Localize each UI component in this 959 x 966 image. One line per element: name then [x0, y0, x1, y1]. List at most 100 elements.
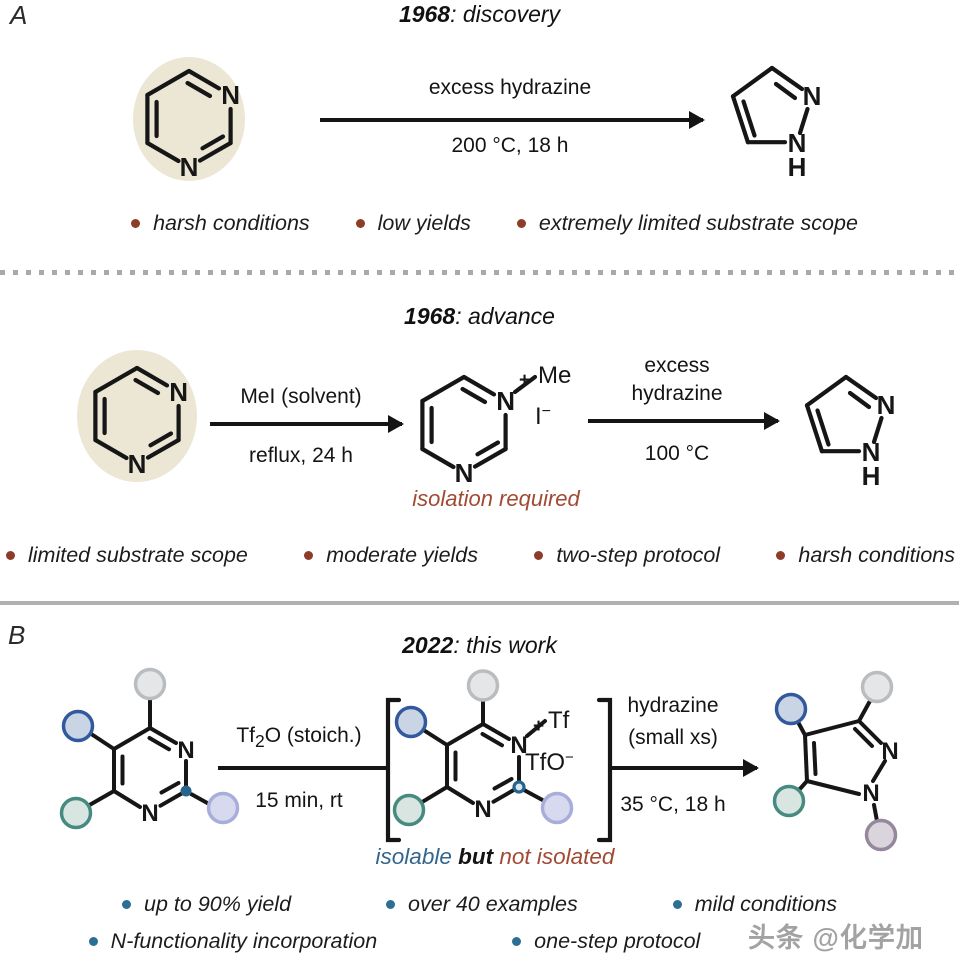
bullet-dot-icon — [88, 937, 98, 946]
panel-a2-title-rest: : advance — [455, 303, 555, 329]
bullet-dot-icon — [672, 900, 682, 909]
r-group-lavender-circle — [206, 791, 240, 825]
bullet-item: harsh conditions — [776, 543, 955, 568]
pyrimidine-bonds — [93, 365, 181, 461]
bullet-dot-icon — [122, 900, 132, 909]
triflate-counterion-label: TfO− — [525, 749, 574, 776]
pyrimidine-bonds — [145, 68, 233, 164]
brackets-icon — [385, 697, 613, 843]
bullet-dot-icon — [304, 551, 314, 560]
bonds — [796, 698, 887, 823]
panel-b-label: B — [8, 620, 26, 650]
bullet-text: low yields — [377, 211, 471, 235]
pyrazole-structure: N N H — [804, 374, 895, 491]
r-group-gray-circle — [133, 667, 167, 701]
watermark-text: 头条 @化学加 — [748, 923, 924, 953]
solid-divider — [0, 601, 959, 605]
bullet-text: two-step protocol — [556, 543, 721, 567]
r-group-teal-circle — [392, 793, 426, 827]
conditions-label: 15 min, rt — [255, 789, 343, 812]
bullet-dot-icon — [386, 900, 396, 909]
dashed-divider — [0, 270, 959, 275]
panel-a-title: 1968: discovery — [0, 1, 959, 28]
r-group-teal-circle — [772, 784, 806, 818]
reaction-arrow-icon — [588, 412, 780, 430]
c2-position-dot-icon — [180, 785, 192, 797]
plus-charge-icon: + — [519, 370, 530, 391]
triflate-symbol: TfO — [525, 749, 565, 776]
atom-n-icon: N — [177, 737, 194, 764]
bullet-text: over 40 examples — [408, 892, 578, 916]
panel-b-bullets-row1: up to 90% yield over 40 examples mild co… — [60, 892, 899, 917]
reagent-label: MeI (solvent) — [240, 385, 362, 408]
atom-n-icon: N — [455, 458, 474, 488]
pyrimidinium-structure: N N + Me I− — [420, 362, 571, 488]
atom-n-icon: N — [180, 152, 199, 182]
plus-charge-icon: + — [533, 716, 544, 737]
minus-charge-icon: − — [542, 403, 551, 420]
minus-charge-icon: − — [565, 749, 574, 766]
pyrimidinium-bonds — [420, 374, 538, 470]
bullet-dot-icon — [776, 551, 786, 560]
reagent-label: (small xs) — [628, 726, 718, 749]
tf2o-pre: Tf — [236, 724, 256, 747]
atom-n-icon: N — [221, 80, 240, 110]
pyrimidine-structure: N N — [145, 68, 240, 182]
r-group-blue-circle — [394, 705, 428, 739]
c2-position-dot-icon — [512, 780, 526, 794]
isolable-text: isolable — [375, 844, 452, 869]
tf2o-post: O (stoich.) — [264, 724, 362, 747]
atom-n-icon: N — [862, 437, 881, 467]
panel-a-title-rest: : discovery — [450, 1, 561, 27]
panel-a-title-year: 1968 — [398, 1, 451, 27]
bullet-text: moderate yields — [326, 543, 479, 567]
r-group-mauve-circle — [864, 818, 898, 852]
atom-n-plus-icon: N — [510, 732, 527, 759]
bullet-text: limited substrate scope — [28, 543, 248, 567]
but-text: but — [451, 844, 500, 869]
reaction-arrow-icon — [320, 111, 705, 129]
not-isolated-text: not isolated — [499, 844, 615, 869]
r-group-gray-circle — [860, 670, 894, 704]
r-group-blue-circle — [774, 692, 808, 726]
r-group-teal-circle — [59, 796, 93, 830]
atom-n-icon: N — [496, 386, 515, 416]
bullet-dot-icon — [534, 551, 544, 560]
panel-b-title-year: 2022 — [402, 632, 454, 658]
atom-h-icon: H — [862, 461, 881, 491]
reagent-label: Tf2O (stoich.) — [213, 724, 385, 751]
conditions-label: 35 °C, 18 h — [620, 793, 726, 816]
reaction-arrow-icon — [612, 759, 759, 777]
bullet-item: extremely limited substrate scope — [516, 211, 858, 236]
bullet-item: over 40 examples — [386, 892, 578, 917]
atom-n-icon: N — [141, 800, 158, 827]
isolation-note: isolation required — [412, 486, 580, 511]
bullet-dot-icon — [355, 219, 365, 228]
bullet-text: harsh conditions — [798, 543, 955, 567]
bullet-text: mild conditions — [694, 892, 837, 916]
bullet-dot-icon — [6, 551, 15, 560]
atom-n-icon: N — [788, 128, 807, 158]
bullet-text: extremely limited substrate scope — [538, 211, 858, 235]
reagent-label: hydrazine — [631, 382, 723, 405]
reagent-label: excess — [644, 354, 710, 377]
atom-n-icon: N — [474, 796, 491, 823]
pyrazole-structure: N N H — [730, 65, 821, 182]
isolable-note: isolable but not isolated — [345, 844, 645, 870]
bullet-item: N-functionality incorporation — [88, 929, 377, 954]
bullet-item: moderate yields — [304, 543, 478, 568]
conditions-label: 100 °C — [644, 442, 710, 465]
bullet-item: mild conditions — [672, 892, 837, 917]
reagent-label: excess hydrazine — [428, 76, 592, 99]
panel-a2-title-year: 1968 — [404, 303, 456, 329]
r-group-lavender-circle — [540, 791, 574, 825]
bullet-item: harsh conditions — [131, 211, 310, 236]
bracketed-intermediate-structure: N + Tf TfO− N — [385, 669, 613, 843]
iodide-symbol: I — [535, 403, 542, 430]
pyrimidine-structure: N N — [93, 365, 188, 479]
substituted-pyrazole-structure: N N — [772, 670, 899, 852]
bullet-item: low yields — [355, 211, 471, 236]
methyl-label: Me — [538, 362, 571, 389]
tf2o-sub: 2 — [255, 731, 265, 752]
